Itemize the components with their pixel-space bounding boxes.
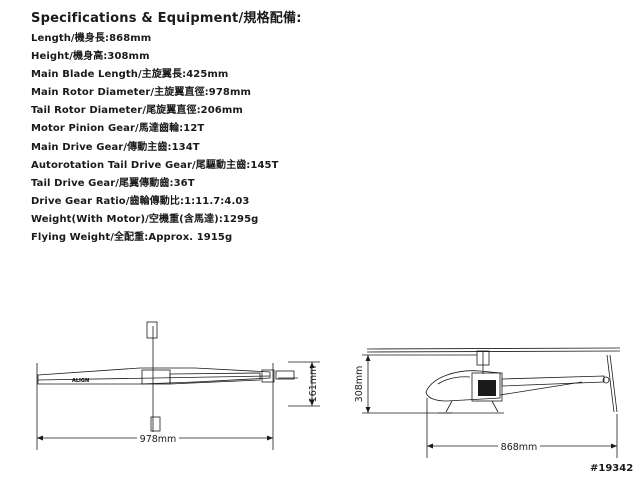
spec-motor-pinion-gear: Motor Pinion Gear/馬達齒輪:12T xyxy=(31,123,205,135)
spec-weight: Weight(With Motor)/空機重(含馬達):1295g xyxy=(31,213,259,225)
top-height-arrow-bottom xyxy=(309,400,315,406)
side-length-label: 868mm xyxy=(501,442,538,453)
top-upper-tail-blade xyxy=(146,321,158,339)
top-tail-unit xyxy=(261,369,275,383)
top-view-drawing: ALIGN 978mm 161mm xyxy=(36,321,320,450)
spec-tail-rotor-diameter: Tail Rotor Diameter/尾旋翼直徑:206mm xyxy=(31,105,243,117)
spec-flying-weight: Flying Weight/全配重:Approx. 1915g xyxy=(31,232,233,244)
side-skid-strut-rear xyxy=(491,400,499,413)
top-width-label-bg xyxy=(137,432,179,444)
spec-heading: Specifications & Equipment/規格配備: xyxy=(31,11,302,26)
side-length-label-bg xyxy=(498,440,540,452)
watermark-id: #19342 xyxy=(590,463,633,474)
spec-main-blade-length: Main Blade Length/主旋翼長:425mm xyxy=(31,69,229,81)
side-main-blade-edge xyxy=(366,350,621,353)
top-boom-label: ALIGN xyxy=(72,378,89,384)
side-length-arrow-left xyxy=(427,443,433,449)
spec-main-rotor-diameter: Main Rotor Diameter/主旋翼直徑:978mm xyxy=(31,87,251,99)
side-skid-strut-front xyxy=(445,400,453,413)
side-tail-hub xyxy=(602,376,610,384)
spec-tail-drive-gear: Tail Drive Gear/尾翼傳動齒:36T xyxy=(31,177,195,189)
top-tail-fin xyxy=(275,370,295,380)
top-lower-tail-blade xyxy=(150,416,161,432)
top-width-label: 978mm xyxy=(140,434,177,445)
side-motor-block xyxy=(478,380,496,396)
top-height-label: 161mm xyxy=(308,366,319,403)
side-tail-boom xyxy=(501,375,605,387)
side-boom-support xyxy=(499,381,583,396)
spec-autorotation-tail-drive-gear: Autorotation Tail Drive Gear/尾驅動主齒:145T xyxy=(31,159,279,171)
top-boom xyxy=(169,372,261,385)
side-frame xyxy=(471,372,503,402)
top-width-arrow-left xyxy=(37,435,43,441)
top-height-arrow-top xyxy=(309,362,315,368)
spec-length: Length/機身長:868mm xyxy=(31,33,152,44)
spec-main-drive-gear: Main Drive Gear/傳動主齒:134T xyxy=(31,141,200,153)
side-length-arrow-right xyxy=(611,443,617,449)
top-width-arrow-right xyxy=(267,435,273,441)
side-tail-rotor-edge xyxy=(609,354,618,413)
spec-height: Height/機身高:308mm xyxy=(31,51,150,63)
top-rotor-head xyxy=(141,369,171,385)
side-height-arrow-bottom xyxy=(365,407,371,413)
spec-list: Length/機身長:868mm Height/機身高:308mm Main B… xyxy=(31,30,279,247)
watermark-layer: #19342 xyxy=(590,463,633,474)
side-height-arrow-top xyxy=(365,355,371,361)
top-main-blade xyxy=(37,367,271,385)
side-view-drawing: 868mm 308mm xyxy=(354,347,621,458)
side-canopy-window xyxy=(437,376,471,385)
side-tail-rotor xyxy=(606,354,615,413)
spec-drive-gear-ratio: Drive Gear Ratio/齒輪傳動比:1:11.7:4.03 xyxy=(31,195,250,207)
side-height-label: 308mm xyxy=(354,366,365,403)
top-blade-center-line xyxy=(37,375,271,381)
side-main-blade xyxy=(366,347,621,350)
